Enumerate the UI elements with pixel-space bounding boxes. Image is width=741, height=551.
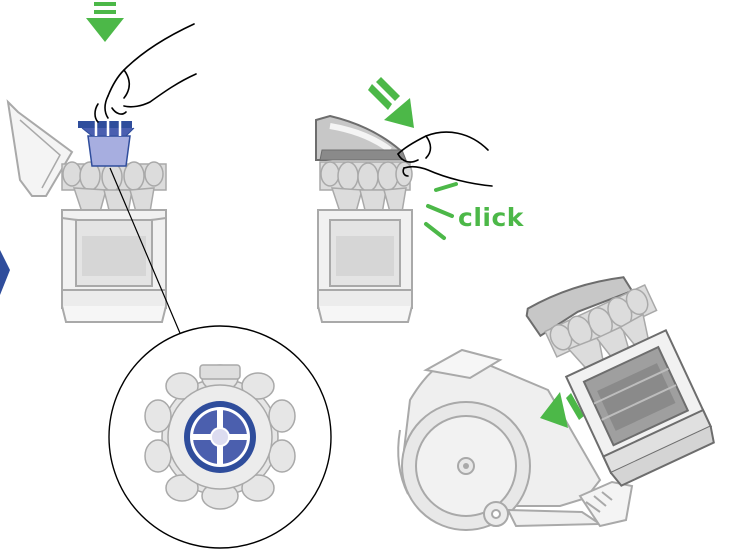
arrow-down-icon	[86, 2, 124, 42]
clear-bin	[61, 209, 167, 323]
cyclone-head-2	[319, 161, 413, 215]
step-2-panel	[315, 77, 493, 323]
cyclone-assembly-tilted	[525, 276, 715, 487]
click-sound-icon	[424, 182, 458, 240]
cyclone-head	[61, 161, 167, 215]
side-tab-marker	[0, 250, 10, 295]
bin-lid-closing	[315, 114, 407, 161]
blue-tool-top-view	[184, 401, 256, 473]
arrow-diagonal-icon	[368, 77, 414, 128]
zoom-detail	[108, 325, 332, 549]
vacuum-machine	[397, 348, 634, 531]
bin-lid	[6, 99, 74, 197]
zoom-pointer-line	[109, 167, 189, 353]
hand-icon	[94, 23, 197, 123]
hand-icon-2	[397, 131, 493, 187]
step-3-panel	[397, 276, 715, 531]
click-label: click	[458, 203, 524, 232]
step-1-panel	[0, 2, 197, 353]
clear-bin-2	[317, 209, 413, 323]
blue-tool	[78, 121, 135, 167]
